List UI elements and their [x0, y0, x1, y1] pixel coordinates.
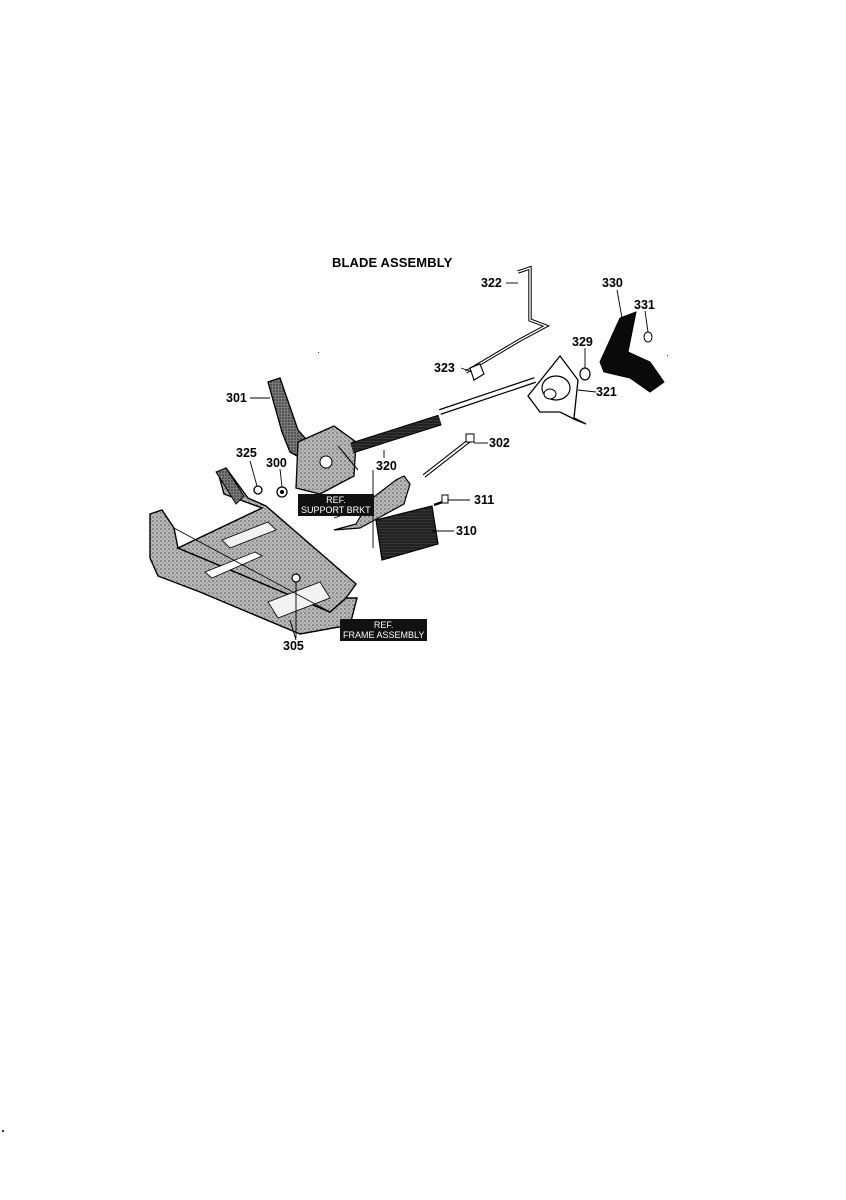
callout-322: 322 [481, 276, 502, 290]
callout-330: 330 [602, 276, 623, 290]
ref-support-line2: SUPPORT BRKT [301, 505, 371, 515]
lever-bracket-part [267, 377, 359, 495]
knob-part [599, 311, 665, 393]
callout-323: 323 [434, 361, 455, 375]
ref-frame-assembly-box: REF. FRAME ASSEMBLY [340, 619, 428, 641]
callout-331: 331 [634, 298, 655, 312]
callout-311: 311 [474, 493, 495, 507]
callout-302: 302 [489, 436, 510, 450]
callout-320: 320 [376, 459, 397, 473]
spring-part [350, 414, 442, 454]
callout-300: 300 [266, 456, 287, 470]
washer-part [579, 367, 591, 381]
scan-speck [318, 352, 319, 353]
bolt-part [422, 433, 475, 478]
callout-325: 325 [236, 446, 257, 460]
ref-frame-line1: REF. [373, 620, 394, 630]
ref-support-bracket-box: REF. SUPPORT BRKT [298, 494, 374, 516]
callout-305: 305 [283, 639, 304, 653]
pivot-plate-part [527, 354, 587, 425]
callout-310: 310 [456, 524, 477, 538]
screw-part [433, 494, 449, 507]
nut-part [643, 331, 653, 343]
nut-325-part [253, 485, 263, 495]
diagram-title: BLADE ASSEMBLY [332, 255, 453, 270]
frame-assembly-part [149, 467, 358, 641]
scan-speck [667, 355, 668, 356]
upper-link-part [465, 265, 551, 381]
ref-support-line1: REF. [326, 495, 346, 505]
callout-301: 301 [226, 391, 247, 405]
scan-speck [2, 1130, 4, 1132]
ref-frame-line2: FRAME ASSEMBLY [343, 630, 425, 640]
fastener-305-part [291, 573, 301, 583]
callout-329: 329 [572, 335, 593, 349]
callout-321: 321 [596, 385, 617, 399]
leader-lines [249, 282, 649, 638]
blade-part [375, 505, 439, 561]
